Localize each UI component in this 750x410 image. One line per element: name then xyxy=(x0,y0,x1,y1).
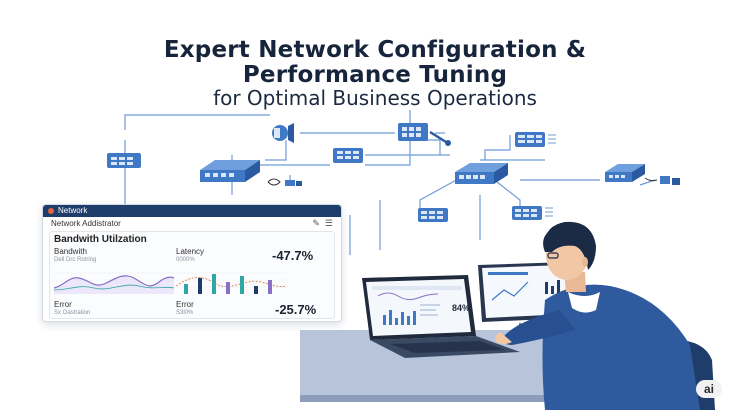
window-titlebar: Network xyxy=(43,205,341,217)
metric-change-2: -25.7% xyxy=(275,302,317,317)
window-status-dot-icon xyxy=(48,208,54,214)
person xyxy=(495,221,715,410)
metric-change-1: -47.7% xyxy=(272,248,314,263)
cable-plug-icon xyxy=(267,178,302,186)
window-title: Network xyxy=(58,206,88,215)
switch-icon-right xyxy=(605,164,680,185)
metric-error-sub-2: S3l0% xyxy=(176,310,194,316)
menu-icon[interactable]: ☰ xyxy=(324,218,333,228)
window-subtitle: Network Addistrator xyxy=(51,219,121,228)
headline-line-2: Performance Tuning xyxy=(242,62,508,88)
server-icon-middle xyxy=(333,148,363,163)
metric-latency-sub: 0000% xyxy=(176,257,195,263)
laptop xyxy=(362,275,520,358)
metric-bandwidth-label: Bandwith xyxy=(54,247,87,256)
bandwidth-sparkline xyxy=(54,272,174,294)
metric-error-label-1: Error xyxy=(54,300,72,309)
server-icon-left xyxy=(107,153,141,168)
headline-line-1: Expert Network Configuration & xyxy=(163,37,587,63)
switch-icon-top xyxy=(398,123,451,146)
server-icon-lower-right xyxy=(512,206,553,220)
switch-icon-left xyxy=(200,160,260,182)
network-dashboard-window: Network Network Addistrator ✎ ☰ Bandwith… xyxy=(42,204,342,322)
laptop-screen-value: 84% xyxy=(452,303,471,313)
metric-latency-label: Latency xyxy=(176,247,205,256)
brand-logo: ai xyxy=(696,380,722,398)
metric-bandwidth-sub: Dell Drc Rotring xyxy=(54,257,97,263)
switch-icon-center xyxy=(455,163,508,184)
latency-bar-chart xyxy=(176,272,286,294)
metric-error-sub-1: Sx Oastration xyxy=(54,310,91,316)
headline-line-3: for Optimal Business Operations xyxy=(213,86,537,110)
server-icon-right-top xyxy=(515,132,556,147)
edit-icon[interactable]: ✎ xyxy=(312,218,320,228)
router-icon-top xyxy=(272,123,294,143)
server-icon-lower-left xyxy=(418,208,448,222)
metric-error-label-2: Error xyxy=(176,300,194,309)
bandwidth-card: Bandwith Utilzation Bandwith Dell Drc Ro… xyxy=(49,231,335,319)
card-heading: Bandwith Utilzation xyxy=(54,234,147,245)
desk-surface xyxy=(300,330,620,395)
